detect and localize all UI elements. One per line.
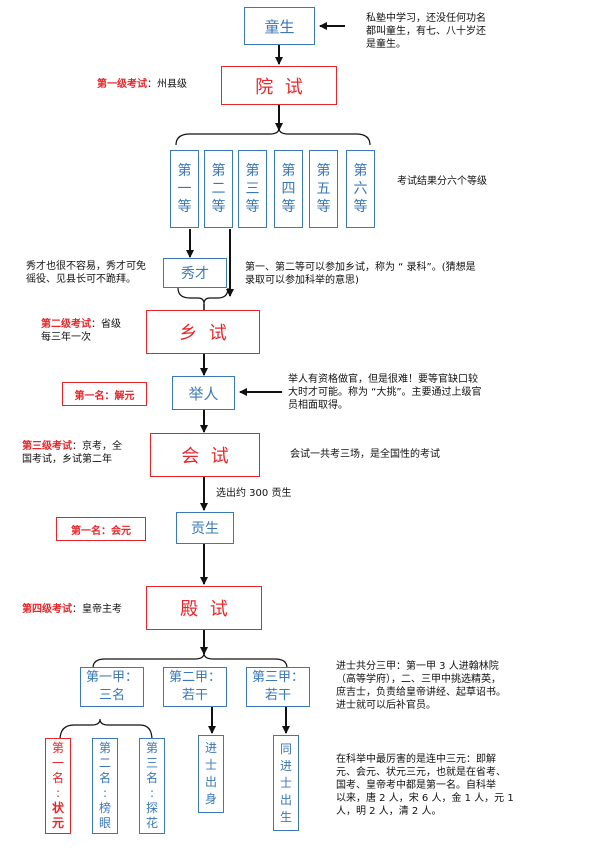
note-six-grades: 考试结果分六个等级 — [397, 176, 487, 187]
rank-char: 五 — [316, 181, 331, 197]
rank-char: 一 — [177, 181, 192, 197]
rank-char: 四 — [281, 181, 296, 197]
note-sanyuan: 在科举中最厉害的是连中三元：即解元、会元、状元三元，也就是在省考、国考、皇帝考中… — [336, 754, 514, 817]
rank-char: 榜 — [98, 801, 111, 815]
rank-char: 二 — [98, 756, 111, 770]
rank-char: 第 — [98, 741, 111, 755]
rank-char: 第 — [245, 163, 260, 179]
rank-char: 花 — [145, 816, 158, 830]
rank-char: 等 — [245, 199, 260, 215]
rank-char: 探 — [145, 801, 158, 815]
note-tongsheng: 私塾中学习，还没任何功名都叫童生，有七、八十岁还是童生。 — [366, 13, 486, 50]
rank-char: 第 — [211, 163, 226, 179]
level3-label: 第三级考试：京考，全国考试，乡试第二年 — [22, 441, 122, 465]
rank-char: 第 — [353, 163, 368, 179]
huishi-node: 会 试 — [150, 433, 260, 477]
rank-char: 眼 — [98, 816, 111, 830]
gongsheng-node: 贡生 — [176, 512, 234, 544]
brace-three-jia — [92, 652, 288, 669]
rank-char: 一 — [51, 756, 64, 770]
rank-char: 第 — [51, 741, 64, 755]
note-jinshi: 进士共分三甲：第一甲 3 人进翰林院（高等学府），二、三甲中挑选精英，庶吉士，负… — [336, 661, 506, 711]
rank-char: 名 — [51, 771, 64, 785]
brace-first-jia — [59, 718, 153, 741]
bangyan-node: 第二名:榜眼 — [92, 738, 118, 834]
rank-char: 等 — [353, 199, 368, 215]
dianshi-node: 殿 试 — [146, 586, 262, 630]
rank-3-node: 第三等 — [238, 150, 267, 228]
note-luke: 第一、第二等可以参加乡试，称为 “ 录科”。(猜想是录取可以参加科举的意思) — [245, 262, 476, 286]
tongsheng-node: 童生 — [244, 7, 315, 45]
select300-label: 选出约 300 贡生 — [216, 488, 292, 499]
rank-char: : — [55, 786, 61, 800]
rank-5-node: 第五等 — [309, 150, 338, 228]
xiangshi-node: 乡 试 — [146, 310, 260, 354]
rank-char: 等 — [177, 199, 192, 215]
rank-char: : — [102, 786, 108, 800]
level2-label: 第二级考试：省级每三年一次 — [41, 319, 121, 343]
jia1-node: 第一甲：三名 — [80, 667, 144, 707]
rank-char: 第 — [177, 163, 192, 179]
rank-2-node: 第二等 — [204, 150, 233, 228]
rank-char: 三 — [245, 181, 260, 197]
level1-label: 第一级考试：州县级 — [97, 79, 187, 90]
note-juren: 举人有资格做官，但是很难！要等官缺口较大时才可能。称为 “大挑”。主要通过上级官… — [288, 374, 482, 411]
rank-char: 名 — [98, 771, 111, 785]
xiucai-node: 秀才 — [163, 258, 227, 288]
juren-node: 举人 — [172, 376, 235, 410]
note-huishi: 会试一共考三场，是全国性的考试 — [290, 449, 440, 460]
brace-six-grades — [175, 127, 371, 146]
rank-char: 状 — [51, 801, 64, 815]
zhuangyuan-node: 第一名:状元 — [45, 738, 71, 834]
rank-char: 名 — [145, 771, 158, 785]
rank-char: 等 — [211, 199, 226, 215]
rank-char: 六 — [353, 181, 368, 197]
rank-4-node: 第四等 — [274, 150, 303, 228]
jieyuan-tag: 第一名：解元 — [62, 382, 147, 406]
huiyuan-tag: 第一名：会元 — [56, 517, 146, 541]
rank-char: 第 — [316, 163, 331, 179]
rank-char: : — [149, 786, 155, 800]
tanhua-node: 第三名:探花 — [139, 738, 165, 834]
rank-char: 三 — [145, 756, 158, 770]
jia2-node: 第二甲：若干 — [163, 667, 227, 707]
tong-jinshi-node: 同进士出生 — [273, 735, 299, 831]
rank-1-node: 第一等 — [170, 150, 199, 228]
jinshi-chushen-node: 进士出身 — [198, 735, 224, 813]
rank-char: 二 — [211, 181, 226, 197]
level4-label: 第四级考试：皇帝主考 — [22, 604, 122, 615]
jia3-node: 第三甲：若干 — [246, 667, 310, 707]
rank-char: 等 — [316, 199, 331, 215]
yuanshi-node: 院 试 — [221, 66, 337, 105]
rank-char: 第 — [281, 163, 296, 179]
rank-char: 等 — [281, 199, 296, 215]
rank-char: 第 — [145, 741, 158, 755]
rank-char: 元 — [51, 816, 64, 830]
rank-6-node: 第六等 — [346, 150, 375, 228]
brace-xiucai — [177, 287, 229, 305]
note-xiucai: 秀才也很不容易，秀才可免徭役、见县长可不跪拜。 — [26, 261, 146, 285]
